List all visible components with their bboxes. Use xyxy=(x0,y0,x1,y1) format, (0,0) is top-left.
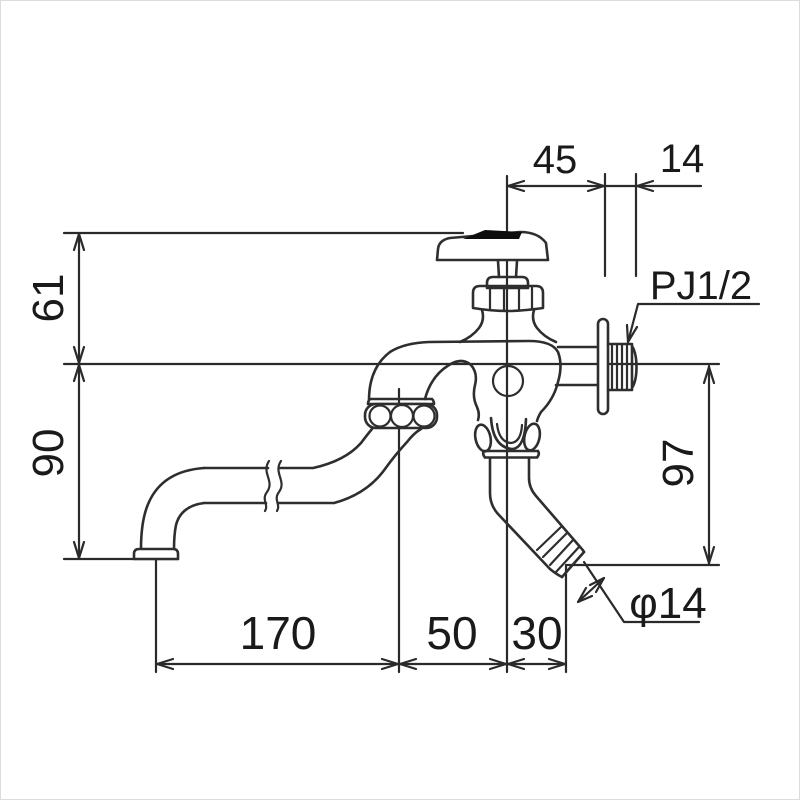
thread-body xyxy=(606,342,638,392)
outlet-diameter-label: φ14 xyxy=(629,579,706,628)
body-screw xyxy=(491,364,525,398)
arrowhead xyxy=(72,232,86,252)
thread-spec-label: PJ1/2 xyxy=(650,264,752,308)
inlet-shank xyxy=(554,345,600,387)
spout-pipe-upper-edge xyxy=(202,427,374,470)
dim-spout-drop-label: 90 xyxy=(24,429,73,478)
arrowhead xyxy=(398,657,418,671)
hex-nut-facets xyxy=(488,285,534,312)
thread-hatch-lines xyxy=(610,342,629,392)
thread-spec-leader-arrowhead xyxy=(625,323,639,344)
bonnet-flange xyxy=(485,275,530,290)
pivot-nut-body xyxy=(363,402,439,430)
lower-outlet-spout xyxy=(473,416,586,579)
outlet-bend-base-plate xyxy=(481,449,541,459)
dim-spout-reach-label: 170 xyxy=(240,607,317,659)
dim-thread-length-label: 14 xyxy=(660,137,705,181)
arrowhead xyxy=(72,363,86,383)
angled-spout-end-face xyxy=(560,550,586,579)
arrowhead xyxy=(488,657,508,671)
dimension-labels: 45 14 PJ1/2 61 90 97 170 50 30 φ14 xyxy=(24,137,752,659)
faucet-outline xyxy=(132,230,638,579)
angled-spout-tube xyxy=(488,456,586,579)
handle-stem xyxy=(496,259,519,279)
arrowhead xyxy=(72,345,86,365)
outlet-diameter-arrow-shaft xyxy=(576,576,606,604)
dim-handle-height-label: 61 xyxy=(24,274,73,323)
valve-body xyxy=(367,339,562,423)
outlet-bend-left-boss xyxy=(473,423,493,453)
body-outline xyxy=(367,339,562,423)
pivot-nut-knurl-ball xyxy=(412,404,436,428)
swing-spout xyxy=(132,397,439,561)
arrowhead xyxy=(702,545,716,565)
body-arm-inner-edge xyxy=(423,359,481,422)
aerator-knurl-hatches xyxy=(535,525,581,574)
spout-outlet-flange xyxy=(132,547,180,561)
arrowhead xyxy=(155,657,175,671)
dim-wall-offset-label: 45 xyxy=(533,138,578,182)
thread-spec-leader-line xyxy=(626,302,761,344)
pipe-break-mark-left xyxy=(263,459,271,513)
outlet-bend-inner-u xyxy=(495,422,524,445)
wall-flange xyxy=(596,317,610,416)
dim-lower-outlet-drop-label: 97 xyxy=(654,439,703,488)
pipe-break-mark-right xyxy=(275,459,283,513)
dim-pivot-offset-label: 50 xyxy=(426,607,477,659)
arrowhead xyxy=(702,365,716,385)
arrowhead xyxy=(635,179,655,193)
spout-pipe-lower-edge xyxy=(202,427,423,505)
arrowhead xyxy=(506,179,526,193)
dim-outlet-offset-label: 30 xyxy=(511,607,562,659)
wall-connection xyxy=(554,317,638,416)
arrowhead xyxy=(547,657,567,671)
bonnet-hex-nut xyxy=(471,284,545,313)
outlet-diameter-arrowhead-upper xyxy=(588,576,606,594)
handle-top-highlight xyxy=(463,230,522,239)
arrowhead xyxy=(72,540,86,560)
outlet-diameter-arrowhead-lower xyxy=(576,586,594,604)
valve-neck xyxy=(458,308,558,344)
dimension-annotations xyxy=(62,172,761,674)
handle xyxy=(435,230,558,344)
spout-elbow xyxy=(139,466,206,551)
outlet-bend-outer-u xyxy=(489,416,528,451)
arrowhead xyxy=(586,179,606,193)
arrowhead xyxy=(506,657,526,671)
arrowhead xyxy=(380,657,400,671)
